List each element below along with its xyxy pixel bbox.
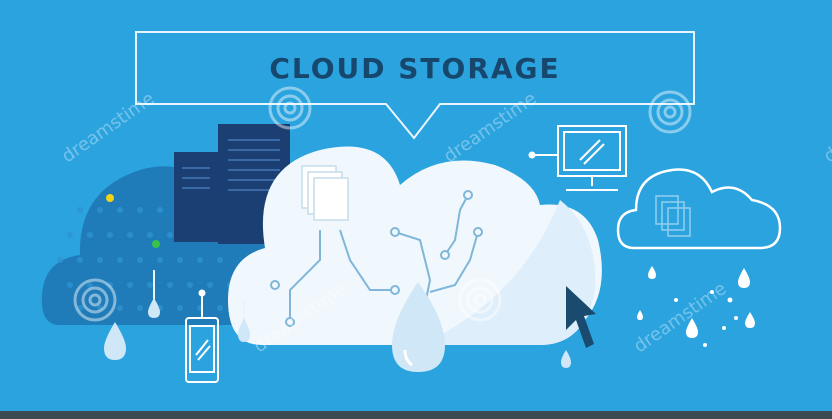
title-frame xyxy=(135,31,695,140)
small-drops-left xyxy=(104,270,571,368)
small-drops-right xyxy=(637,266,755,347)
cursor-icon xyxy=(566,286,596,348)
monitor-icon xyxy=(528,125,627,191)
bottom-strip xyxy=(0,411,832,419)
circuit-lines xyxy=(289,194,479,322)
document-icon xyxy=(301,165,349,221)
watermark-logo xyxy=(73,86,692,322)
page-title: CLOUD STORAGE xyxy=(269,51,561,85)
title-frame-text: CLOUD STORAGE xyxy=(136,32,694,104)
drop-icon xyxy=(392,282,445,372)
main-cloud-icon xyxy=(228,146,602,345)
outline-cloud-icon xyxy=(616,168,782,250)
phone-icon xyxy=(185,289,219,383)
